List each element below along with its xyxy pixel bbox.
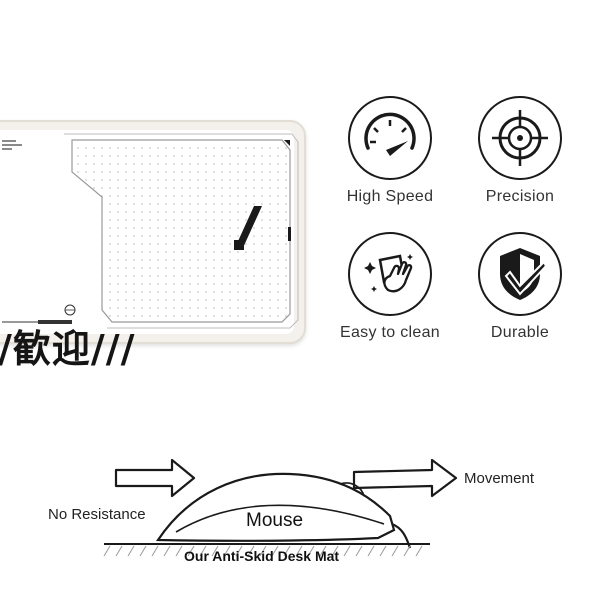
feature-high-speed: High Speed	[325, 96, 455, 206]
feature-easy-to-clean: Easy to clean	[325, 232, 455, 342]
speedometer-icon	[348, 96, 432, 180]
movement-label: Movement	[464, 470, 535, 487]
feature-label: Precision	[485, 188, 555, 205]
desk-mat-image: /歓迎///	[0, 120, 306, 371]
crosshair-icon	[478, 96, 562, 180]
right-arrow-icon	[352, 458, 458, 498]
desk-mat-label: Our Anti-Skid Desk Mat	[184, 548, 340, 564]
feature-label: Easy to clean	[340, 324, 440, 341]
shield-check-icon	[478, 232, 562, 316]
mouse-shape	[155, 472, 396, 542]
feature-durable: Durable	[455, 232, 585, 342]
mat-banner-text: /歓迎///	[0, 327, 136, 371]
desk-mat-graphics	[2, 133, 299, 329]
feature-label: High Speed	[346, 188, 434, 205]
anti-skid-diagram: No Resistance Movement Mouse Our Anti-Sk…	[0, 440, 600, 600]
feature-precision: Precision	[455, 96, 585, 206]
feature-label: Durable	[490, 324, 550, 341]
diagram-graphics	[103, 458, 458, 557]
left-arrow-icon	[114, 458, 196, 498]
hand-wipe-icon	[348, 232, 432, 316]
no-resistance-label: No Resistance	[48, 506, 146, 523]
mouse-label: Mouse	[246, 510, 304, 531]
